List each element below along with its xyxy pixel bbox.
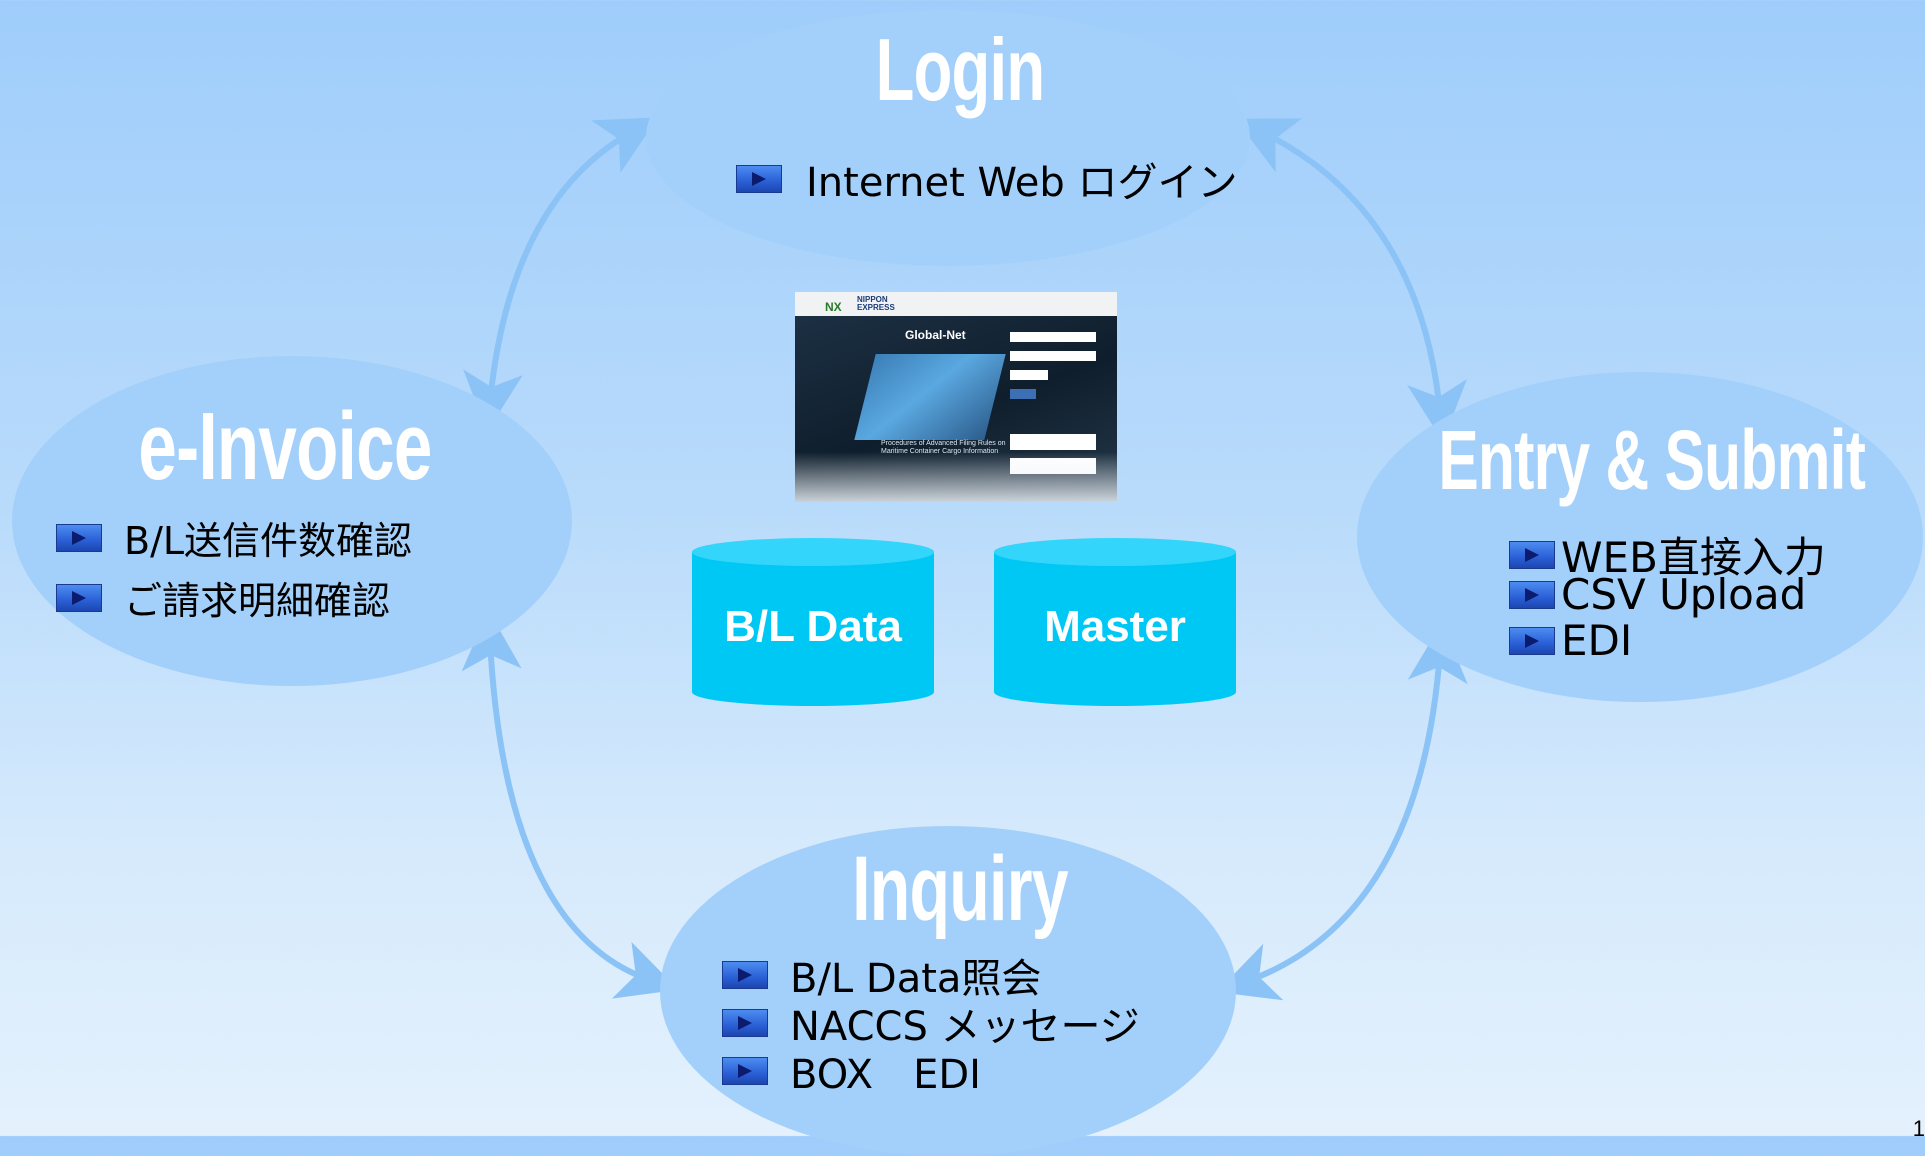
login-item-label[interactable]: Internet Web ログイン bbox=[806, 160, 1238, 206]
login-field-preview bbox=[1010, 351, 1096, 361]
inquiry-item-naccs: NACCS メッセージ bbox=[722, 994, 1140, 1052]
bottom-fade bbox=[795, 452, 1117, 502]
inquiry-item-label[interactable]: NACCS メッセージ bbox=[790, 1004, 1140, 1050]
login-form-preview bbox=[1010, 332, 1102, 405]
play-bullet-icon bbox=[56, 523, 102, 552]
entry-item-edi: EDI bbox=[1509, 616, 1632, 665]
login-ellipse bbox=[646, 10, 1250, 266]
inquiry-item-box-edi: BOX EDI bbox=[722, 1042, 981, 1100]
play-bullet-icon bbox=[736, 165, 782, 193]
bl-data-database: B/L Data bbox=[692, 538, 934, 706]
login-field-preview bbox=[1010, 370, 1048, 380]
einvoice-title: e-Invoice bbox=[138, 393, 432, 500]
login-button-preview bbox=[1010, 389, 1036, 399]
entry-ellipse bbox=[1357, 372, 1923, 702]
entry-item-label[interactable]: CSV Upload bbox=[1561, 570, 1807, 619]
world-map-image bbox=[854, 354, 1006, 440]
play-bullet-icon bbox=[56, 583, 102, 612]
workflow-diagram: Login Internet Web ログイン e-Invoice B/L送信件… bbox=[12, 10, 1925, 1156]
inquiry-item-bl: B/L Data照会 bbox=[722, 946, 1041, 1004]
global-net-title: Global-Net bbox=[905, 328, 966, 342]
notice-box-preview bbox=[1010, 434, 1096, 450]
play-bullet-icon bbox=[722, 961, 768, 989]
login-title: Login bbox=[875, 20, 1046, 119]
arrow-einvoice-inquiry bbox=[461, 610, 679, 999]
play-bullet-icon bbox=[1509, 580, 1555, 609]
master-label: Master bbox=[1044, 602, 1186, 651]
entry-item-csv: CSV Upload bbox=[1509, 570, 1806, 619]
einvoice-item-label[interactable]: B/L送信件数確認 bbox=[124, 519, 413, 563]
cycle-arrows bbox=[461, 117, 1468, 1001]
entry-item-label[interactable]: EDI bbox=[1561, 616, 1633, 665]
entry-item-web: WEB直接入力 bbox=[1509, 524, 1826, 585]
einvoice-item-label[interactable]: ご請求明細確認 bbox=[124, 579, 391, 623]
database-cylinder-icon bbox=[692, 538, 934, 706]
nx-logo: NX bbox=[825, 300, 842, 314]
play-bullet-icon bbox=[722, 1057, 768, 1085]
login-item-web: Internet Web ログイン bbox=[736, 150, 1237, 208]
inquiry-item-label[interactable]: BOX EDI bbox=[790, 1052, 981, 1098]
einvoice-item-invoice: ご請求明細確認 bbox=[56, 570, 390, 625]
arrow-entry-inquiry bbox=[1216, 622, 1468, 1001]
einvoice-item-bl-count: B/L送信件数確認 bbox=[56, 510, 412, 565]
nippon-express-wordmark: NIPPON EXPRESS bbox=[857, 295, 895, 312]
login-field-preview bbox=[1010, 332, 1096, 342]
inquiry-item-label[interactable]: B/L Data照会 bbox=[790, 956, 1042, 1002]
site-header bbox=[795, 292, 1117, 316]
bl-data-label: B/L Data bbox=[724, 602, 902, 651]
page-number: 1 bbox=[1912, 1116, 1925, 1141]
inquiry-title: Inquiry bbox=[852, 838, 1068, 940]
database-cylinder-icon bbox=[994, 538, 1236, 706]
global-net-screenshot: NX NIPPON EXPRESS Global-Net Procedures … bbox=[795, 292, 1117, 502]
play-bullet-icon bbox=[1509, 626, 1555, 655]
play-bullet-icon bbox=[1509, 540, 1555, 569]
entry-item-label[interactable]: WEB直接入力 bbox=[1561, 533, 1826, 582]
inquiry-ellipse bbox=[660, 826, 1236, 1156]
master-database: Master bbox=[994, 538, 1236, 706]
entry-title: Entry & Submit bbox=[1438, 413, 1866, 507]
site-caption: Procedures of Advanced Filing Rules on M… bbox=[881, 440, 1006, 455]
arrow-login-entry bbox=[1235, 118, 1467, 442]
einvoice-ellipse bbox=[12, 356, 572, 686]
play-bullet-icon bbox=[722, 1009, 768, 1037]
arrow-login-einvoice bbox=[463, 117, 659, 432]
